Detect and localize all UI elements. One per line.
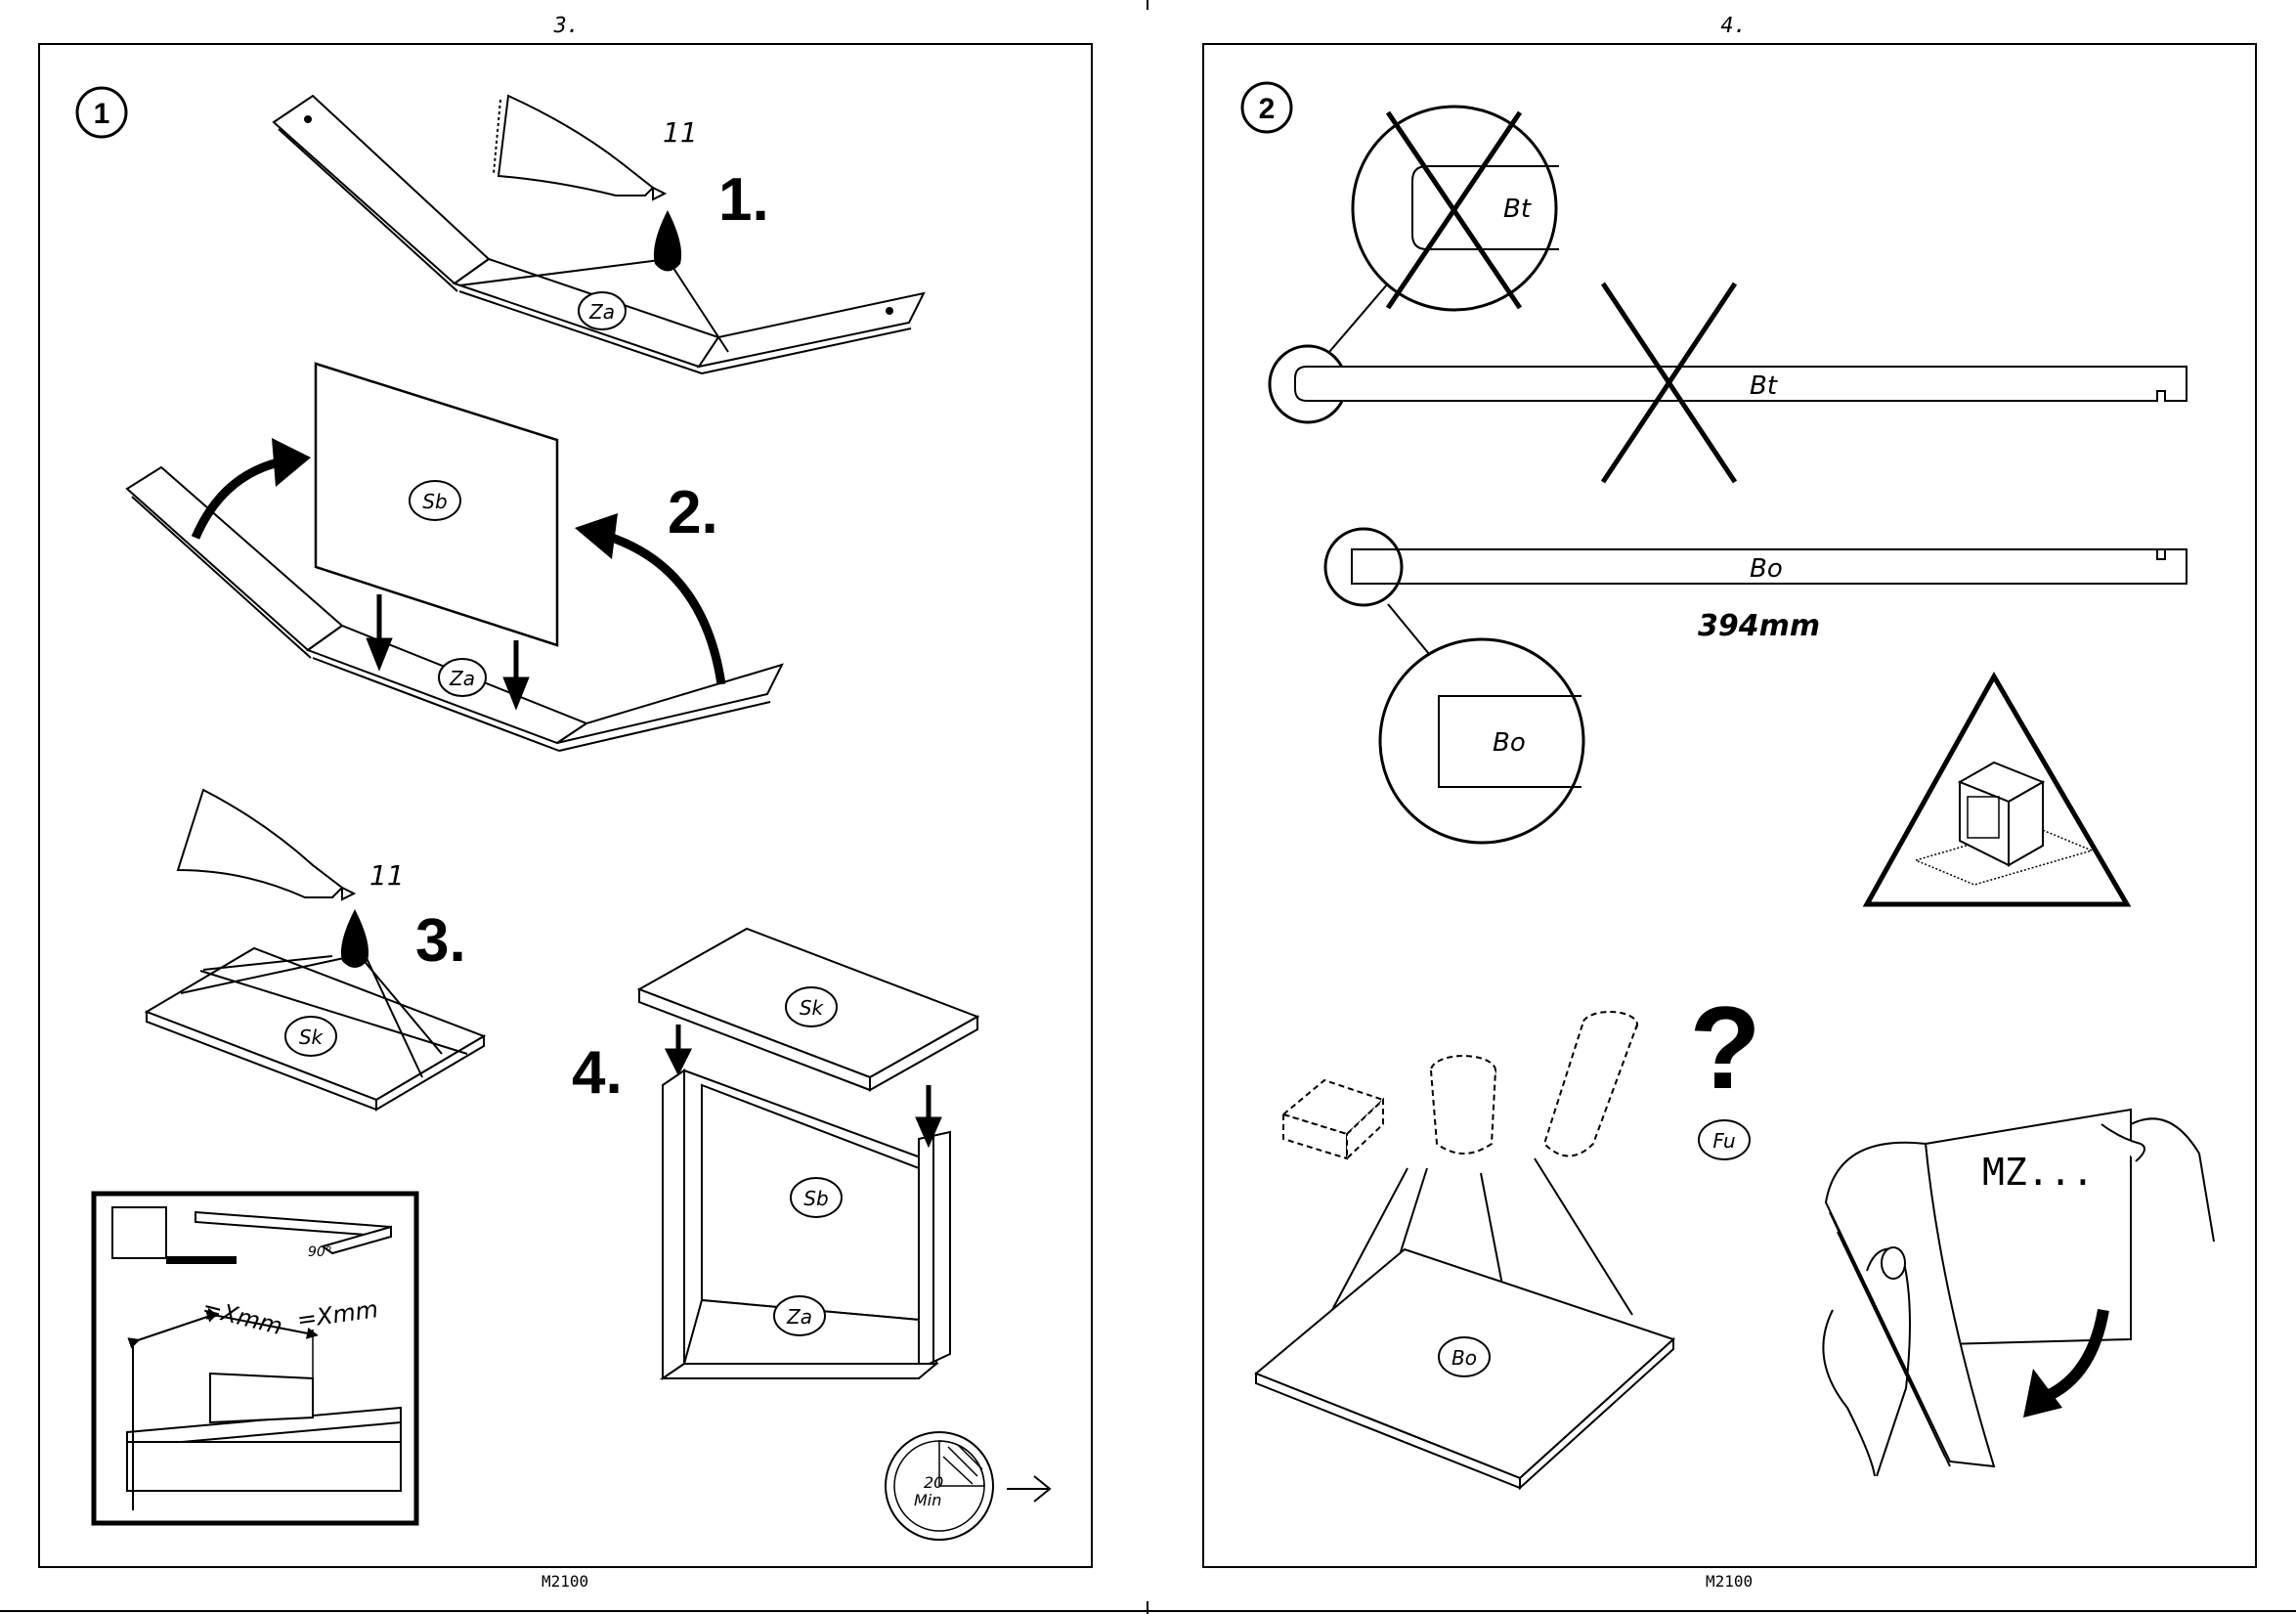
step-label-3: 3.	[415, 907, 466, 975]
svg-text:Bt: Bt	[1503, 195, 1532, 224]
glue-drop-1	[654, 210, 681, 272]
glue-tube-2	[178, 790, 354, 899]
foot-option-cylinder	[1544, 1012, 1637, 1156]
section-badge-1: 1	[77, 88, 126, 137]
manual-text: MZ...	[1982, 1151, 2094, 1194]
part-bo-base: Bo	[1439, 1337, 1490, 1376]
glue-tube-1	[494, 96, 665, 199]
svg-text:Fu: Fu	[1712, 1129, 1735, 1153]
part-sk-glue: Sk	[285, 1017, 336, 1056]
part-za-mid: Za	[439, 659, 486, 696]
glue-code-2: 11	[369, 859, 405, 892]
section-number-1: 1	[94, 98, 110, 130]
glue-code-1: 11	[663, 116, 698, 149]
svg-text:Sk: Sk	[800, 996, 825, 1020]
dimension-label: 394mm	[1698, 609, 1820, 643]
question-mark-icon: ?	[1689, 982, 1760, 1113]
part-sb-frame: Sb	[791, 1178, 842, 1217]
manual-booklet: MZ...	[1826, 1110, 2131, 1466]
part-fu: Fu	[1699, 1120, 1750, 1159]
warning-triangle-icon	[1867, 676, 2127, 904]
part-za-top: Za	[579, 292, 626, 329]
svg-text:Bo: Bo	[1493, 728, 1526, 758]
step-label-1: 1.	[718, 166, 769, 234]
board-bo: Bo 394mm	[1325, 529, 2187, 643]
section-number-2: 2	[1259, 93, 1276, 125]
part-sk-top: Sk	[786, 987, 837, 1026]
foot-option-block	[1283, 1080, 1383, 1158]
side-panel-sb: Sb	[316, 364, 557, 645]
step-label-4: 4.	[572, 1039, 623, 1107]
svg-text:Bo: Bo	[1750, 554, 1783, 584]
timer-value: 20	[924, 1473, 943, 1492]
svg-text:Za: Za	[588, 300, 615, 324]
measure-inset: 90° =Xmm =Xmm	[94, 1194, 416, 1523]
svg-text:Za: Za	[449, 667, 475, 690]
glue-drop-2	[341, 909, 368, 968]
timer-icon: 20 Min	[886, 1432, 1050, 1540]
angle-label: 90°	[308, 1244, 332, 1260]
svg-text:Bo: Bo	[1451, 1346, 1477, 1370]
base-board-bo	[1256, 1158, 1673, 1488]
part-za-frame: Za	[774, 1296, 825, 1335]
svg-text:Bt: Bt	[1750, 371, 1778, 401]
step-label-2: 2.	[668, 479, 718, 546]
board-bt: Bt	[1295, 284, 2187, 482]
step1-frame-illustration	[274, 96, 924, 373]
zoom-circle-bo: Bo	[1380, 604, 1583, 843]
svg-text:Sk: Sk	[299, 1025, 325, 1049]
svg-text:Sb: Sb	[422, 490, 447, 513]
arrow-curve-right	[606, 536, 721, 684]
svg-text:Za: Za	[786, 1305, 812, 1329]
foot-option-cone	[1431, 1056, 1495, 1154]
timer-unit: Min	[914, 1491, 941, 1509]
svg-text:Sb: Sb	[803, 1187, 828, 1210]
section-badge-2: 2	[1242, 83, 1291, 132]
